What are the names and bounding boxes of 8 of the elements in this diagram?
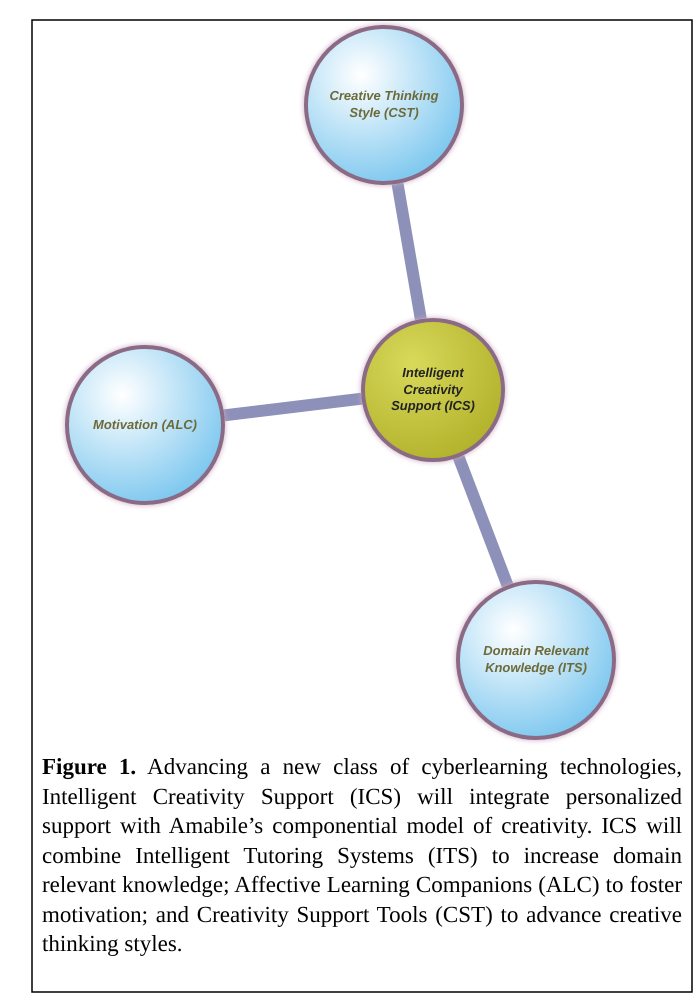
node-label: Domain Relevant Knowledge (ITS) (482, 643, 590, 677)
node-label: Intelligent Creativity Support (ICS) (390, 364, 476, 416)
connector (392, 182, 427, 320)
connector (453, 455, 514, 588)
connector (224, 392, 362, 422)
figure-caption: Figure 1. Advancing a new class of cyberlearning technologies, Intelligent Creativity Support (ICS) will integrate personalized support with Amabile’s componential model of creativity. ICS will combine Intelligent Tutoring Systems (ITS) to increase domain relevant knowledge; Affective Learning Companions (ALC) to foster motivation; and Creativity Support Tools (CST) to advance creative thinking styles. (42, 753, 682, 958)
node-label: Creative Thinking Style (CST) (328, 88, 440, 122)
node-label: Motivation (ALC) (92, 416, 198, 434)
